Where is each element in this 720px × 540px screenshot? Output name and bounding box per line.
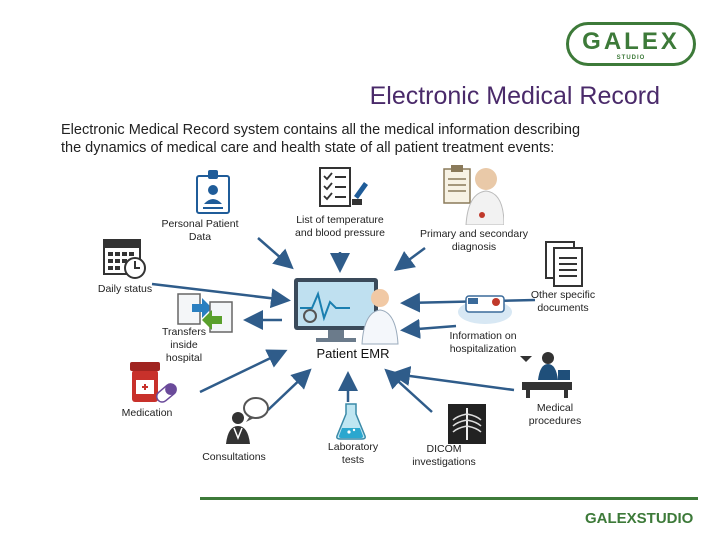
label-hospitalization: Information on hospitalization — [449, 330, 517, 355]
arrow-consultations — [267, 368, 312, 411]
label-consultations: Consultations — [202, 451, 266, 463]
label-transfers: Transfers inside hospital — [162, 326, 206, 364]
label-procedures: Medical procedures — [528, 402, 582, 427]
checklist-icon — [319, 167, 368, 207]
arrow-medication — [199, 349, 288, 394]
arrow-dicom — [384, 368, 433, 413]
label-personal: Personal Patient Data — [161, 218, 239, 243]
transfer-documents-icon — [177, 293, 233, 333]
logo-frame — [566, 22, 696, 66]
logo-sub: STUDIO — [616, 55, 646, 61]
intro-text: Electronic Medical Record system contain… — [61, 122, 581, 156]
center-label: Patient EMR — [316, 346, 390, 361]
doctor-clipboard-icon — [443, 165, 504, 225]
arrow-diagnosis — [393, 246, 426, 271]
pill-bottle-icon — [130, 362, 177, 403]
hospital-bed-icon — [458, 295, 512, 324]
label-diagnosis: Primary and secondary diagnosis — [420, 228, 528, 253]
page-title: Electronic Medical Record — [369, 82, 660, 110]
label-lab: Laboratory tests — [327, 441, 379, 466]
id-badge-icon — [196, 170, 230, 214]
footer-divider — [200, 497, 698, 500]
arrow-daily — [151, 282, 291, 309]
logo-name: GALEX — [582, 28, 680, 55]
label-list-temp: List of temperature and blood pressure — [295, 214, 385, 239]
label-dicom: DICOM investigations — [412, 443, 476, 468]
calendar-clock-icon — [103, 239, 146, 279]
arrow-procedures — [390, 366, 515, 392]
doctor-speech-icon — [226, 397, 269, 444]
arrow-hospitalization — [400, 318, 457, 339]
label-daily: Daily status — [97, 283, 153, 295]
arrow-personal — [257, 237, 294, 270]
label-medication: Medication — [121, 407, 173, 419]
monitor-doctor-icon — [294, 278, 399, 345]
xray-icon — [448, 404, 486, 444]
label-other-docs: Other specific documents — [530, 289, 596, 314]
flask-icon — [336, 403, 366, 440]
footer-brand: GALEXSTUDIO — [585, 510, 694, 527]
documents-icon — [545, 241, 583, 287]
surgery-icon — [520, 352, 572, 398]
